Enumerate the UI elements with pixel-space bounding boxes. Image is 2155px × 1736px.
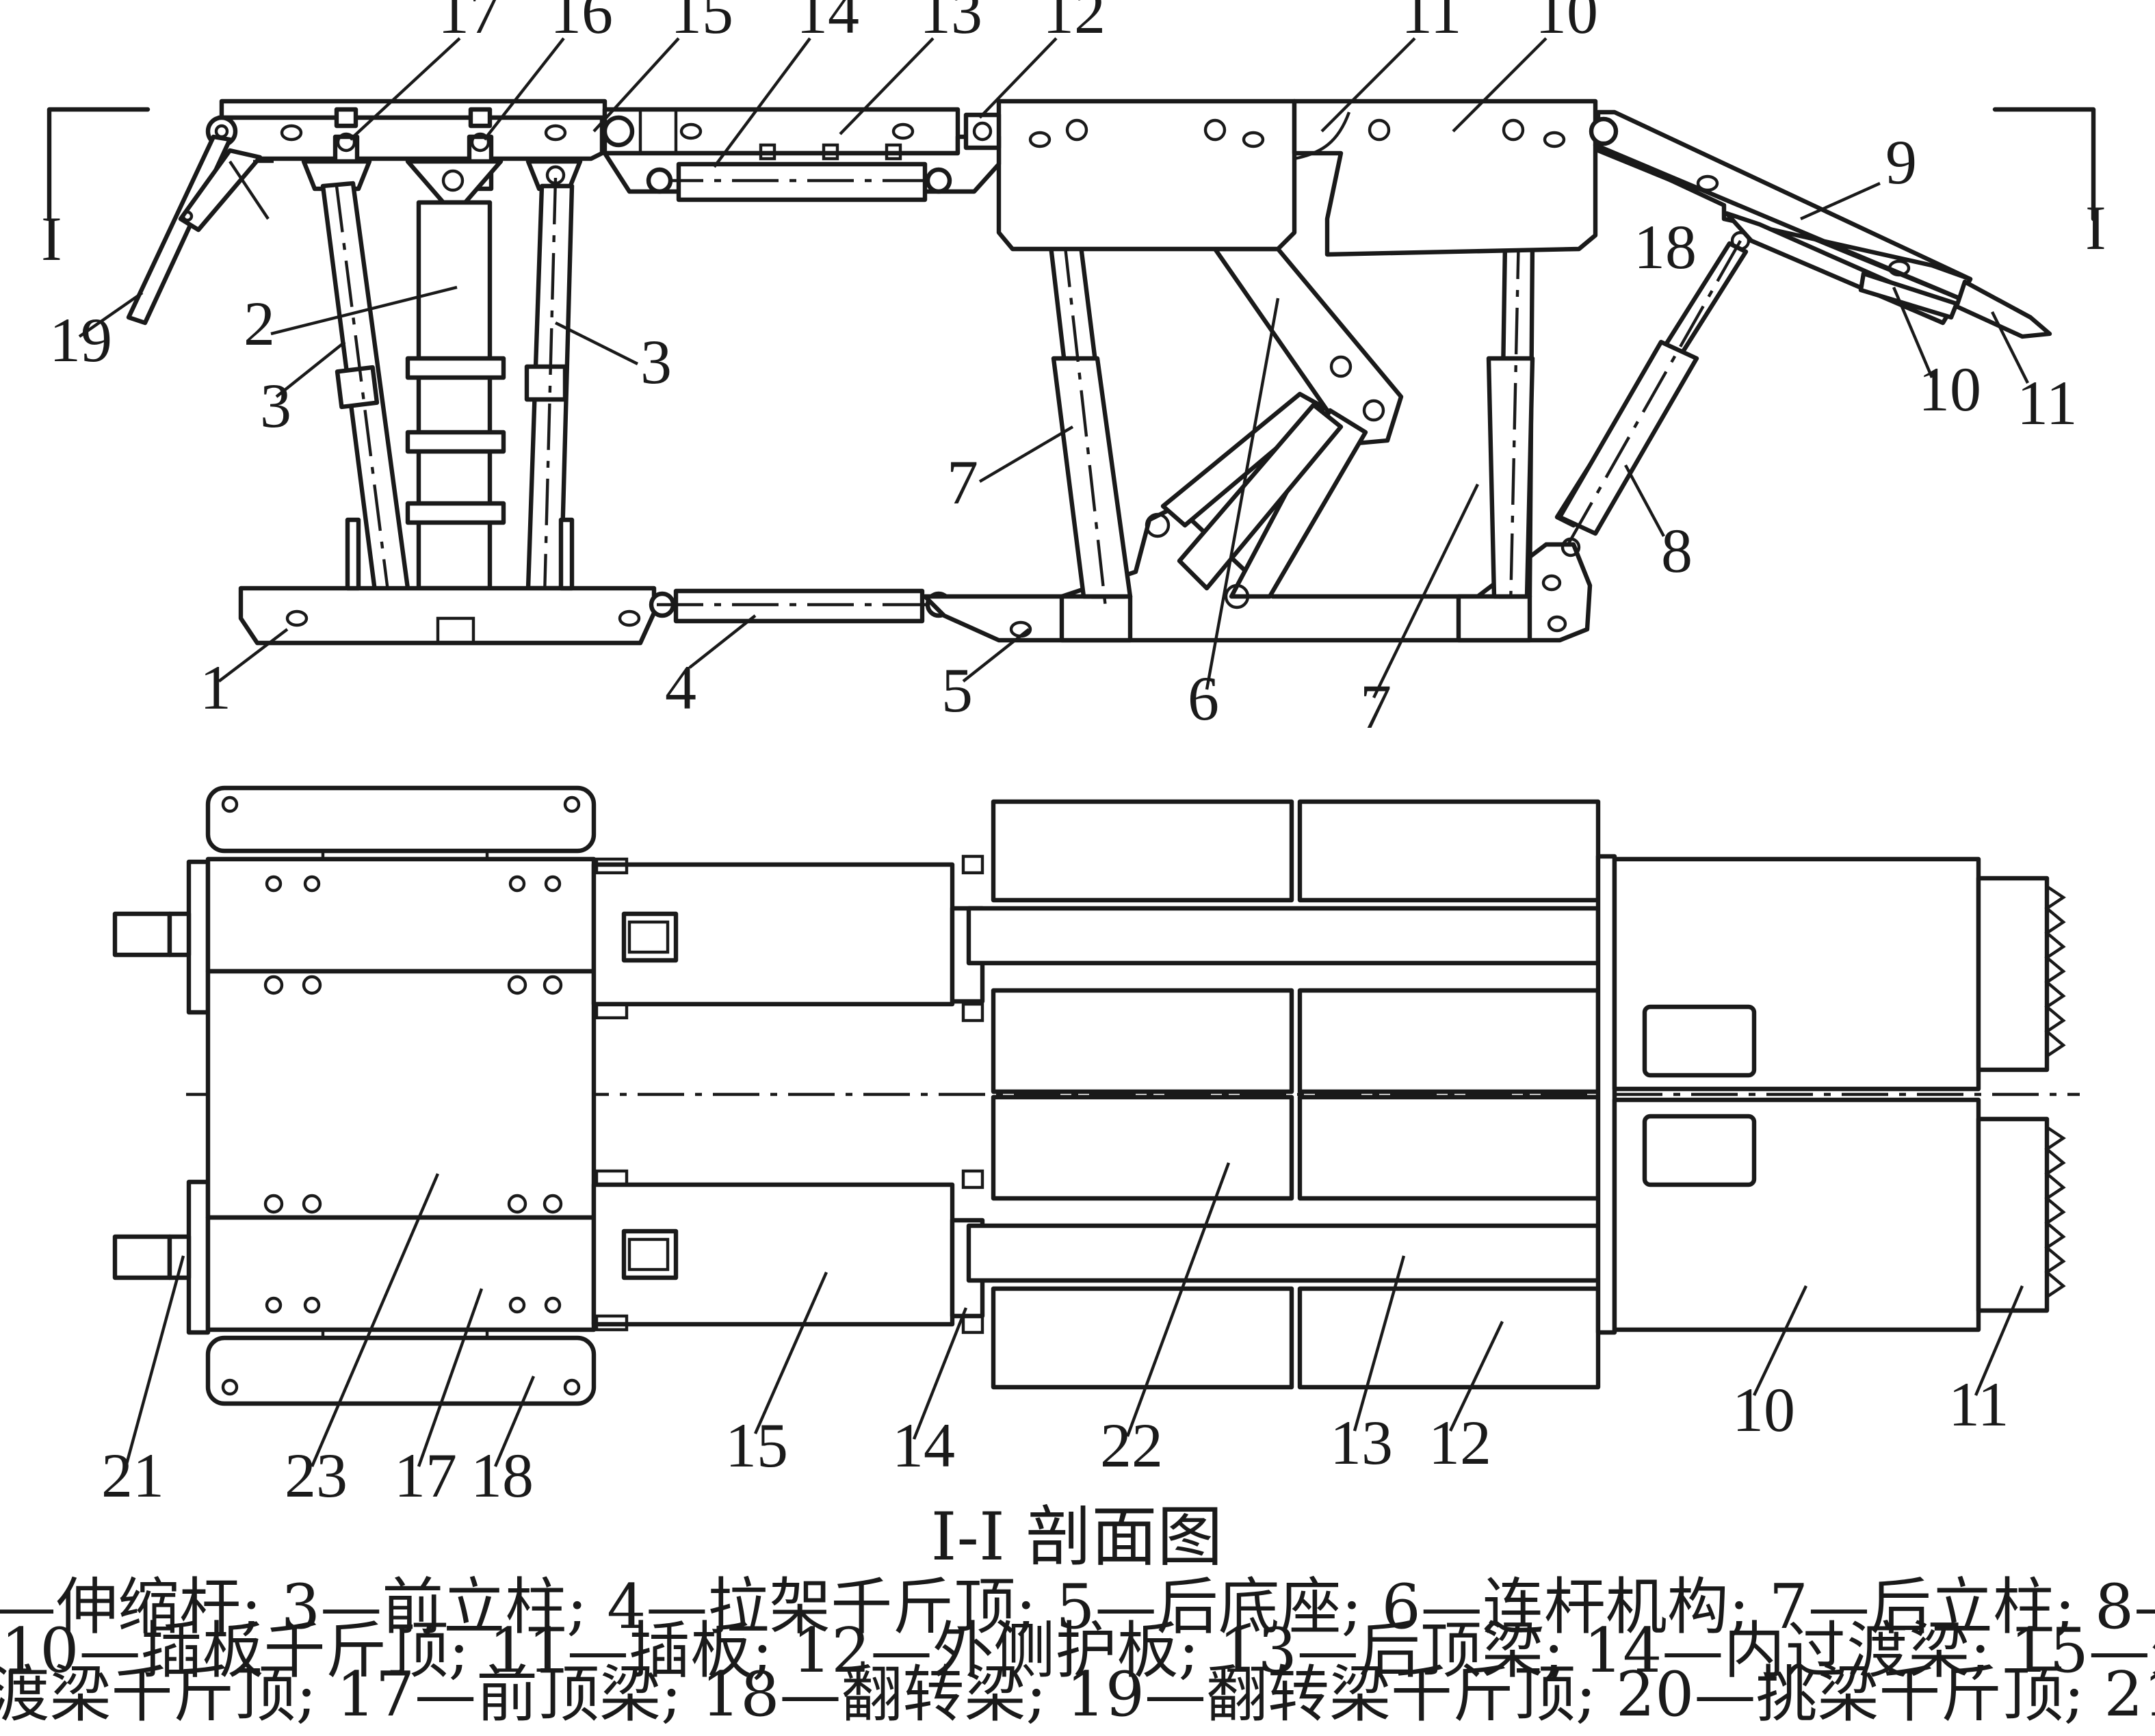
rear-legs	[1048, 232, 1535, 608]
transition-beams	[602, 107, 1002, 202]
label-13: 11	[1401, 0, 1462, 47]
side-view: I I	[41, 0, 2106, 741]
label-3-left: 3	[260, 371, 291, 440]
plan-leaders	[124, 1162, 2024, 1467]
label-11: 11	[2017, 368, 2078, 438]
section-marker-left: I	[41, 107, 151, 274]
cantilever-beam	[126, 115, 274, 326]
legend-line-2: 9—尾梁; 10—插板千斤顶; 11—插板; 12—外侧护板; 13—后顶梁; …	[0, 1615, 2155, 1687]
plan-label-11: 11	[1948, 1369, 2009, 1439]
label-4: 4	[665, 653, 696, 722]
plan-label-13: 13	[1330, 1408, 1393, 1477]
plan-label-14: 14	[892, 1410, 955, 1480]
caption-block: I-I 剖面图 1—前底座; 2—伸缩杆; 3—前立柱; 4—拉架千斤顶; 5—…	[0, 1499, 2155, 1731]
cantilever-beams	[112, 859, 211, 1335]
side-numerals: 17 16 15 14 13 12 11 10 9 18 19 2 3 3 10…	[49, 0, 2078, 741]
plan-label-10: 10	[1732, 1375, 1795, 1445]
rear-top-beam	[996, 98, 1598, 257]
label-17: 15	[670, 0, 733, 47]
section-marker-right: I	[1992, 107, 2106, 263]
label-14: 12	[1043, 0, 1106, 47]
plan-numerals: 21 23 17 18 15 14 22 13 12 10 11	[101, 1369, 2009, 1510]
legend-line-3: 16—过渡梁千斤顶; 17—前顶梁; 18—翻转梁; 19—翻转梁千斤顶; 20…	[0, 1659, 2155, 1731]
plan-view: 21 23 17 18 15 14 22 13 12 10 11	[101, 785, 2080, 1510]
label-21: 19	[49, 305, 112, 375]
label-9: 9	[1885, 127, 1917, 197]
section-title: I-I 剖面图	[931, 1499, 1223, 1575]
label-7-left: 7	[947, 447, 978, 517]
label-8: 8	[1661, 516, 1693, 586]
rear-base	[922, 503, 1593, 643]
plan-label-17: 17	[394, 1441, 457, 1510]
plan-label-12: 12	[1428, 1408, 1491, 1477]
section-marker-left-label: I	[41, 204, 62, 274]
label-6: 6	[1188, 663, 1219, 733]
tail-beams-plan	[1595, 854, 2066, 1335]
label-1: 1	[200, 653, 231, 722]
section-marker-right-label: I	[2085, 193, 2106, 263]
plan-label-22: 22	[1100, 1410, 1163, 1480]
plan-label-15: 15	[725, 1410, 788, 1480]
front-top-beam	[216, 98, 608, 161]
legend-line-1: 1—前底座; 2—伸缩杆; 3—前立柱; 4—拉架千斤顶; 5—后底座; 6—连…	[0, 1571, 2155, 1643]
label-20: 18	[1634, 212, 1697, 282]
tail-beam	[1554, 109, 2052, 557]
label-16: 14	[796, 0, 859, 47]
label-19: 17	[438, 0, 501, 47]
plan-label-21: 21	[101, 1441, 164, 1510]
front-base	[238, 517, 657, 646]
label-5: 5	[941, 655, 973, 725]
label-3-right: 3	[640, 327, 672, 397]
plan-label-23: 23	[285, 1441, 348, 1510]
pull-jack	[649, 588, 952, 624]
label-15: 13	[919, 0, 982, 47]
label-12: 10	[1535, 0, 1598, 47]
front-top-beams	[205, 849, 597, 1340]
plan-label-18: 18	[471, 1441, 534, 1510]
front-legs	[301, 159, 583, 597]
label-10: 10	[1918, 354, 1981, 424]
label-18: 16	[550, 0, 613, 47]
linkage-mechanism	[1145, 246, 1404, 609]
side-leaders	[78, 37, 2029, 698]
label-7-right: 7	[1360, 672, 1392, 741]
label-2: 2	[244, 289, 275, 358]
